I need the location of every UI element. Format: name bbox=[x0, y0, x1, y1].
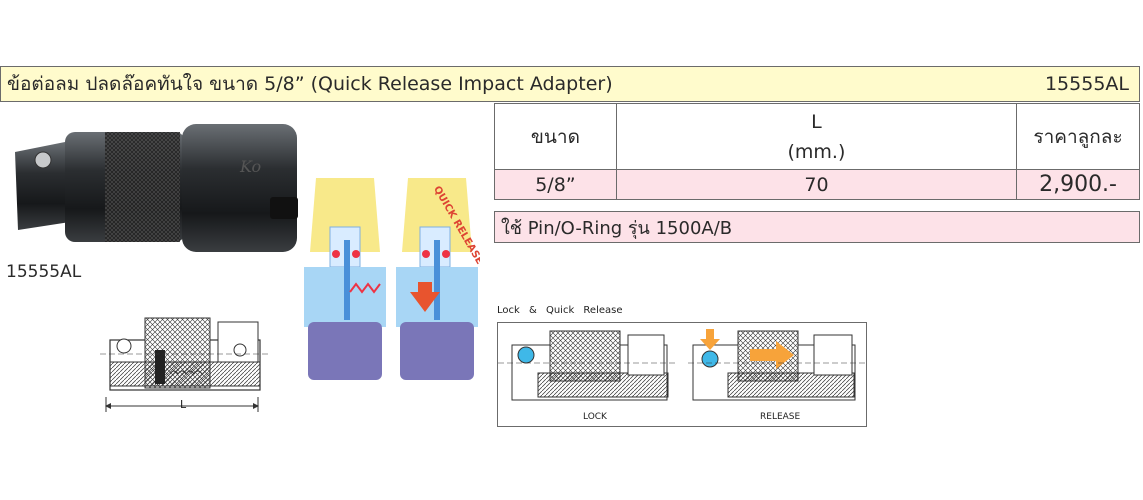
product-label: 15555AL bbox=[6, 262, 82, 282]
mechanism-illustration: QUICK RELEASE bbox=[304, 178, 480, 380]
spec-table: ขนาด L (mm.) ราคาลูกละ 5/8” 70 2,900.- bbox=[494, 103, 1140, 200]
product-photo: Ko bbox=[15, 124, 298, 252]
svg-text:Ko: Ko bbox=[239, 157, 261, 176]
cell-price: 2,900.- bbox=[1016, 169, 1140, 200]
table-row: 5/8” 70 2,900.- bbox=[494, 169, 1140, 200]
header-size: ขนาด bbox=[494, 103, 617, 170]
note-bar: ใช้ Pin/O-Ring รุ่น 1500A/B bbox=[494, 211, 1140, 243]
cell-length: 70 bbox=[615, 169, 1018, 200]
note-text: ใช้ Pin/O-Ring รุ่น 1500A/B bbox=[501, 217, 733, 239]
lock-caption: Lock & Quick Release bbox=[497, 305, 623, 316]
lock-release-drawing: LOCK RELEASE bbox=[498, 329, 865, 422]
product-code-title: 15555AL bbox=[1044, 73, 1129, 95]
cross-section-drawing bbox=[100, 317, 270, 412]
product-title: ข้อต่อลม ปลดล๊อคทันใจ ขนาด 5/8” (Quick R… bbox=[7, 73, 613, 95]
header-length-label: L bbox=[811, 110, 822, 133]
header-length: L (mm.) bbox=[615, 103, 1018, 170]
release-label: RELEASE bbox=[760, 412, 801, 422]
lock-release-box: LOCK RELEASE bbox=[497, 322, 867, 427]
table-header-row: ขนาด L (mm.) ราคาลูกละ bbox=[494, 103, 1140, 170]
header-price: ราคาลูกละ bbox=[1016, 103, 1140, 170]
cell-size: 5/8” bbox=[494, 169, 617, 200]
header-length-unit: (mm.) bbox=[787, 140, 846, 163]
title-bar: ข้อต่อลม ปลดล๊อคทันใจ ขนาด 5/8” (Quick R… bbox=[0, 66, 1140, 102]
dimension-label: L bbox=[180, 398, 187, 411]
lock-label: LOCK bbox=[583, 412, 608, 422]
